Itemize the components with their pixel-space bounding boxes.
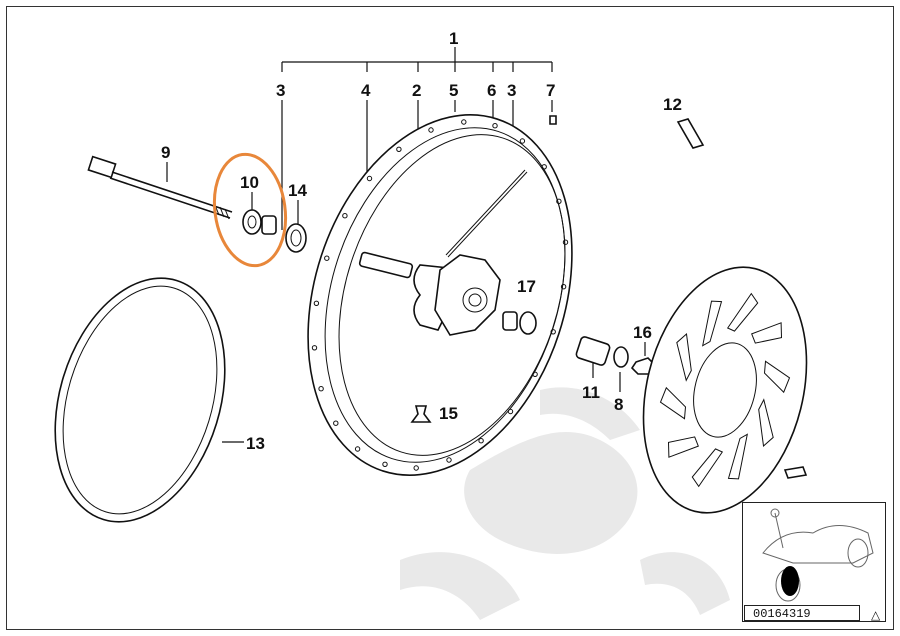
disc-vane (763, 360, 791, 394)
top-bracket (281, 47, 553, 72)
rim-hole (541, 164, 547, 170)
rim-hole (313, 300, 320, 306)
rim-hole (478, 438, 484, 444)
disc-vane (727, 433, 749, 480)
rim-hole (519, 138, 526, 144)
label-1: 1 (449, 29, 458, 48)
disc-vane (676, 333, 692, 382)
disc-vane (751, 322, 783, 344)
disc-vane (667, 436, 699, 458)
rim-hole (318, 386, 324, 392)
disc-vane (659, 386, 687, 420)
label-14: 14 (288, 181, 307, 200)
label-17: 17 (517, 277, 536, 296)
highlight-circle (212, 152, 288, 268)
rim-hole (354, 446, 361, 452)
reference-thumbnail (742, 502, 886, 622)
rim-hole (342, 213, 348, 219)
rim-hole (562, 239, 569, 245)
rim-hole (461, 119, 467, 125)
brake-disc (642, 266, 808, 514)
label-8: 8 (614, 395, 623, 414)
rim-hole (311, 345, 318, 351)
label-10: 10 (240, 173, 259, 192)
disc-vane (691, 448, 724, 488)
label-6: 6 (487, 81, 496, 100)
rim-hole (532, 371, 538, 377)
warning-triangle-icon: △ (871, 608, 881, 622)
label-4: 4 (361, 81, 371, 100)
rim-hole (492, 123, 498, 129)
label-16: 16 (633, 323, 652, 342)
label-9: 9 (161, 143, 170, 162)
rim-hole (366, 175, 373, 182)
rim-band (54, 277, 226, 523)
bearing-set (242, 209, 307, 253)
rim-hole (396, 146, 402, 153)
rim-hole (382, 461, 388, 467)
rim-hole (446, 457, 452, 463)
highlighted-wheel-marker (781, 566, 799, 596)
disc-vane (758, 398, 774, 447)
label-3-right: 3 (507, 81, 516, 100)
small-parts (410, 115, 705, 423)
label-3-left: 3 (276, 81, 285, 100)
reference-code: 00164319 (744, 605, 860, 621)
label-13: 13 (246, 434, 265, 453)
label-15: 15 (439, 404, 458, 423)
label-11: 11 (582, 383, 600, 402)
rim-hole (560, 284, 567, 290)
rim-hole (413, 465, 419, 471)
watermark-logo (400, 387, 730, 620)
label-7: 7 (546, 81, 555, 100)
label-5: 5 (449, 81, 458, 100)
rim-hole (333, 420, 339, 426)
rim-hole (324, 255, 330, 261)
rim-hole (550, 329, 556, 335)
part-labels: 1 3 4 2 5 6 3 7 12 9 10 14 17 16 11 8 15… (161, 29, 682, 453)
label-12: 12 (663, 95, 682, 114)
rim-hole (556, 198, 562, 205)
rim-hole (428, 127, 434, 133)
axle (87, 155, 233, 220)
label-2: 2 (412, 81, 421, 100)
wheel-hub (358, 169, 537, 336)
disc-vane (701, 300, 723, 347)
motorcycle-thumbnail-icon (762, 508, 874, 602)
disc-vane (726, 292, 759, 332)
rim-hole (507, 408, 514, 415)
